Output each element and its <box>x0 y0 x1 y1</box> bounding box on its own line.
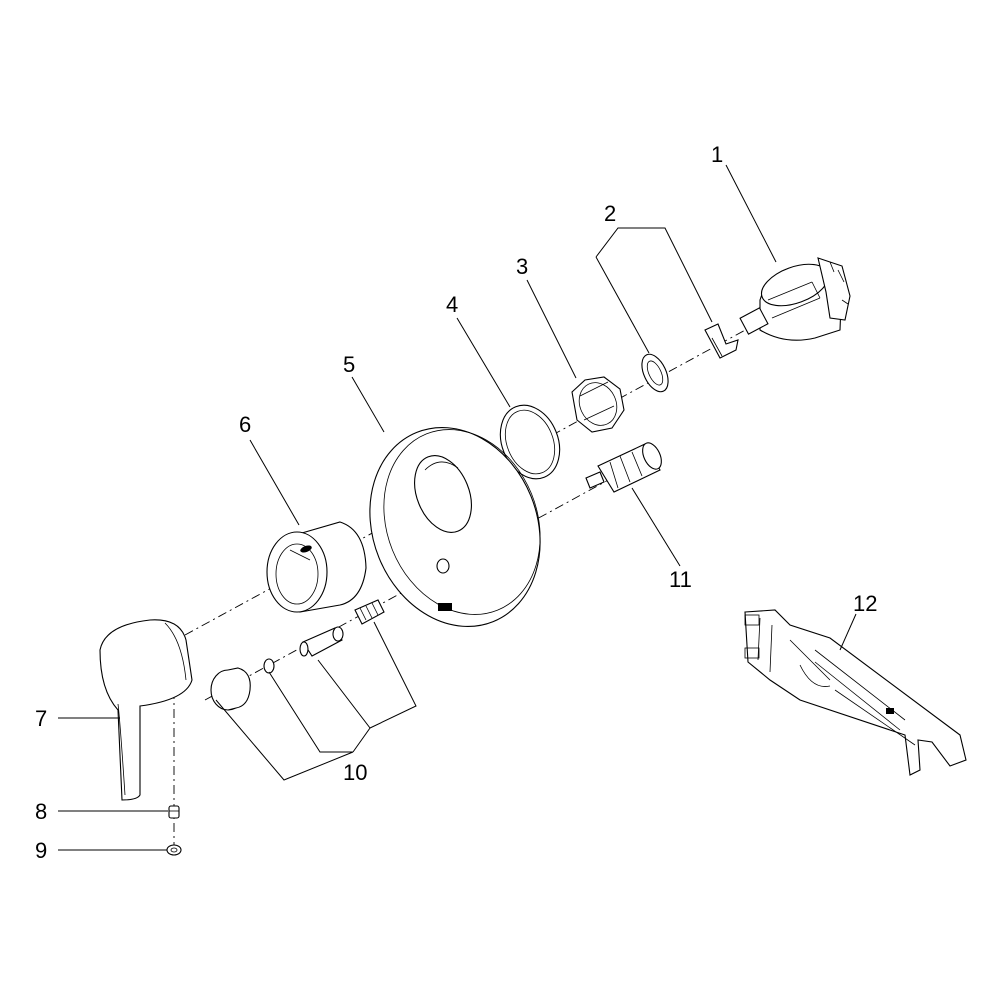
leader-2b <box>595 256 650 354</box>
leader-1 <box>725 164 777 263</box>
part-2-ring <box>641 353 669 393</box>
leader-10a <box>215 699 354 781</box>
part-10-small-ring <box>263 658 275 674</box>
callout-1: 1 <box>711 142 723 167</box>
part-11-diverter-cartridge <box>585 442 662 493</box>
leader-4 <box>456 317 511 408</box>
leader-2 <box>595 227 713 323</box>
leader-6 <box>249 439 300 526</box>
leader-5 <box>351 376 385 433</box>
leader-10c <box>317 659 371 753</box>
callout-11: 11 <box>669 567 692 592</box>
callout-3: 3 <box>516 254 528 279</box>
part-1-cartridge <box>739 257 851 341</box>
leader-lines <box>58 164 857 851</box>
callout-10: 10 <box>343 760 367 785</box>
part-5-escutcheon-plate <box>369 427 541 627</box>
leader-11 <box>631 487 681 567</box>
callout-4: 4 <box>446 292 458 317</box>
leader-12 <box>839 613 857 651</box>
callout-labels: 1 2 3 4 5 6 7 8 9 10 11 12 <box>35 142 877 863</box>
callout-12: 12 <box>853 591 877 616</box>
part-8-set-screw <box>168 805 180 819</box>
part-2-retaining-clip <box>704 323 739 359</box>
leader-10b <box>268 671 353 753</box>
leader-3 <box>526 279 577 379</box>
part-3-hex-nut <box>571 376 625 433</box>
callout-6: 6 <box>239 412 251 437</box>
callout-8: 8 <box>35 799 47 824</box>
part-6-sleeve <box>266 521 367 613</box>
leader-10d <box>369 621 417 729</box>
part-12-mounting-tool <box>744 609 967 776</box>
callout-2: 2 <box>604 201 616 226</box>
part-10-diverter-spindle <box>299 626 344 657</box>
part-4-o-ring <box>499 404 561 480</box>
callout-9: 9 <box>35 838 47 863</box>
callout-7: 7 <box>35 706 47 731</box>
part-10-diverter-knob <box>210 667 251 711</box>
brand-mark <box>438 603 452 611</box>
callout-5: 5 <box>343 352 355 377</box>
part-7-lever-handle <box>99 619 193 801</box>
part-9-washer <box>166 844 182 856</box>
part-10-threaded-stem <box>354 599 385 625</box>
